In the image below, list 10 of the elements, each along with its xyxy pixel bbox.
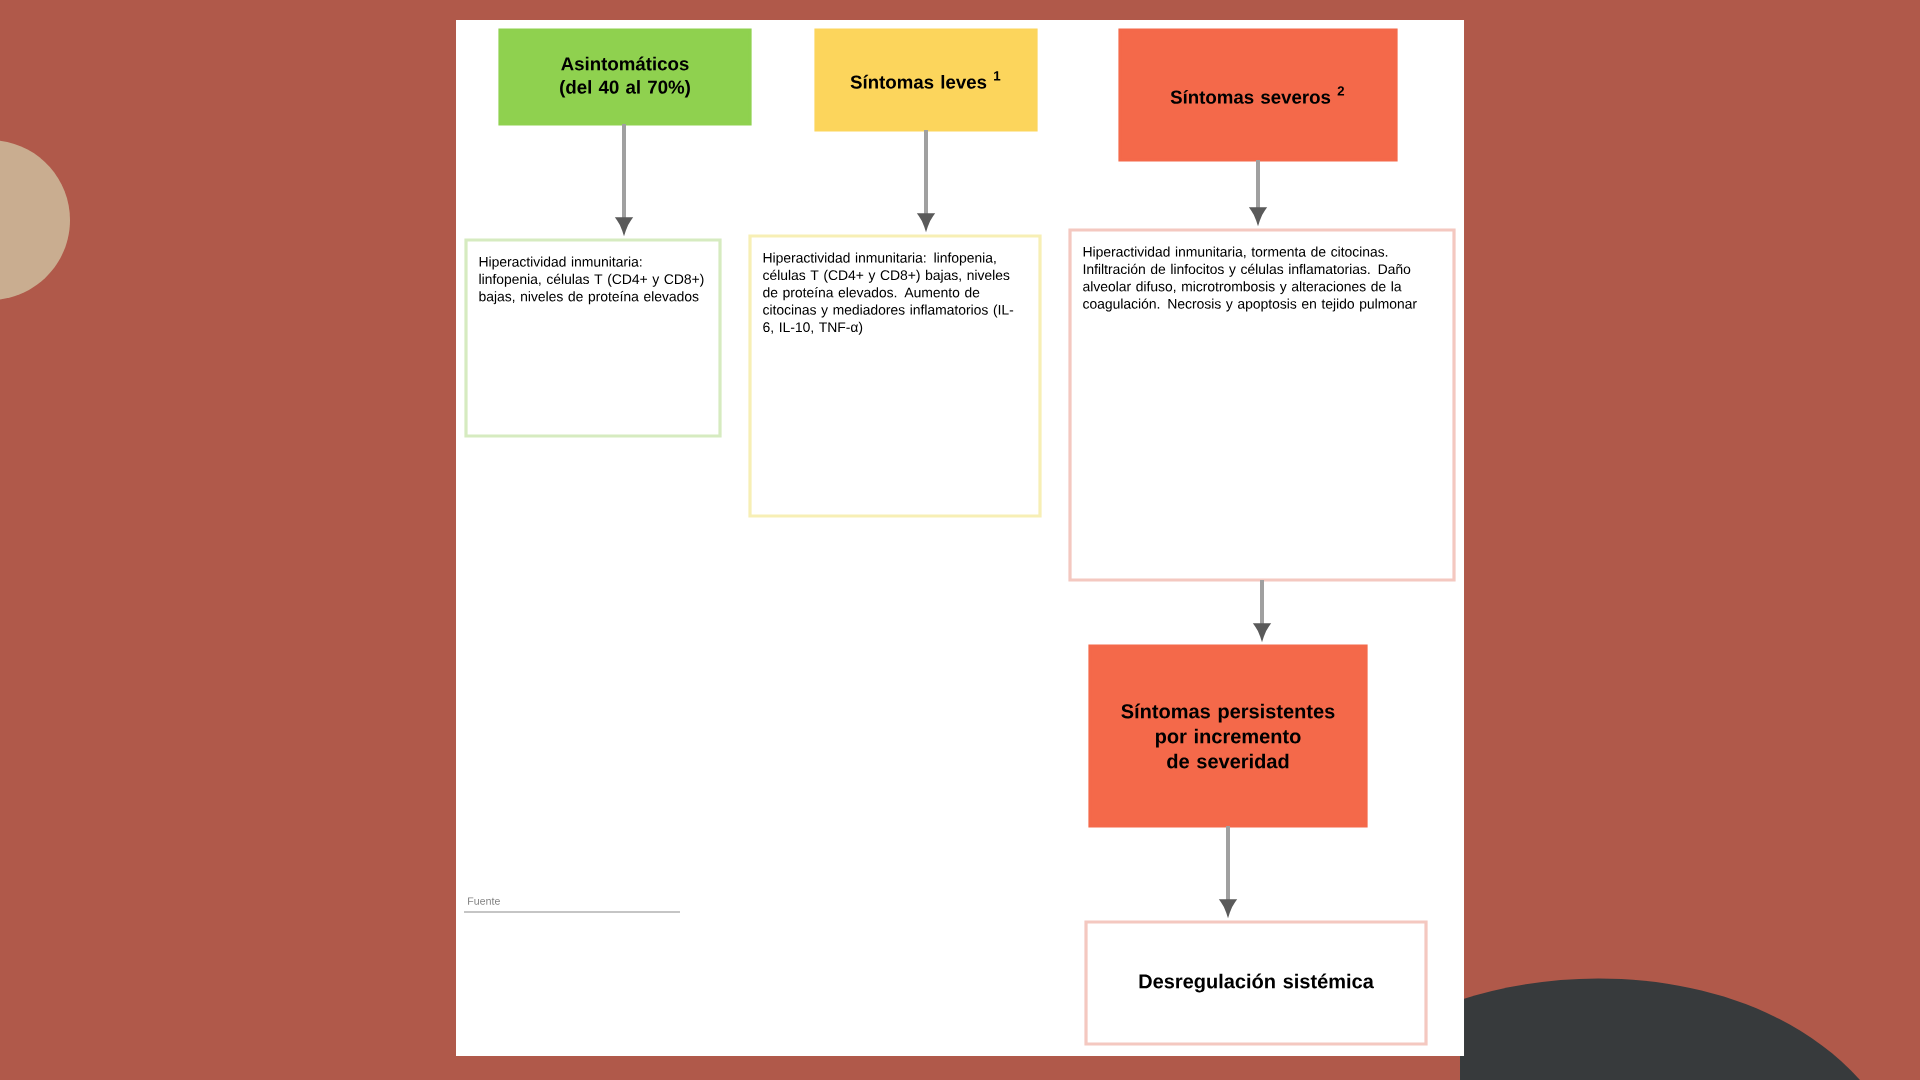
arrow bbox=[918, 130, 934, 228]
stage-box: Desregulación sistémica bbox=[1084, 920, 1428, 1046]
arrow bbox=[1250, 160, 1266, 222]
arrow bbox=[1220, 826, 1236, 914]
stage-box: Asintomáticos (del 40 al 70%) bbox=[498, 28, 752, 126]
stage-box: Síntomas persistentes por incremento de severidad bbox=[1088, 644, 1368, 828]
stage-box: Síntomas severos $^{2}$ bbox=[1118, 28, 1398, 162]
arrow bbox=[616, 124, 632, 232]
stage-box: Síntomas leves $^{1}$ bbox=[814, 28, 1038, 132]
arrow bbox=[1254, 580, 1270, 638]
